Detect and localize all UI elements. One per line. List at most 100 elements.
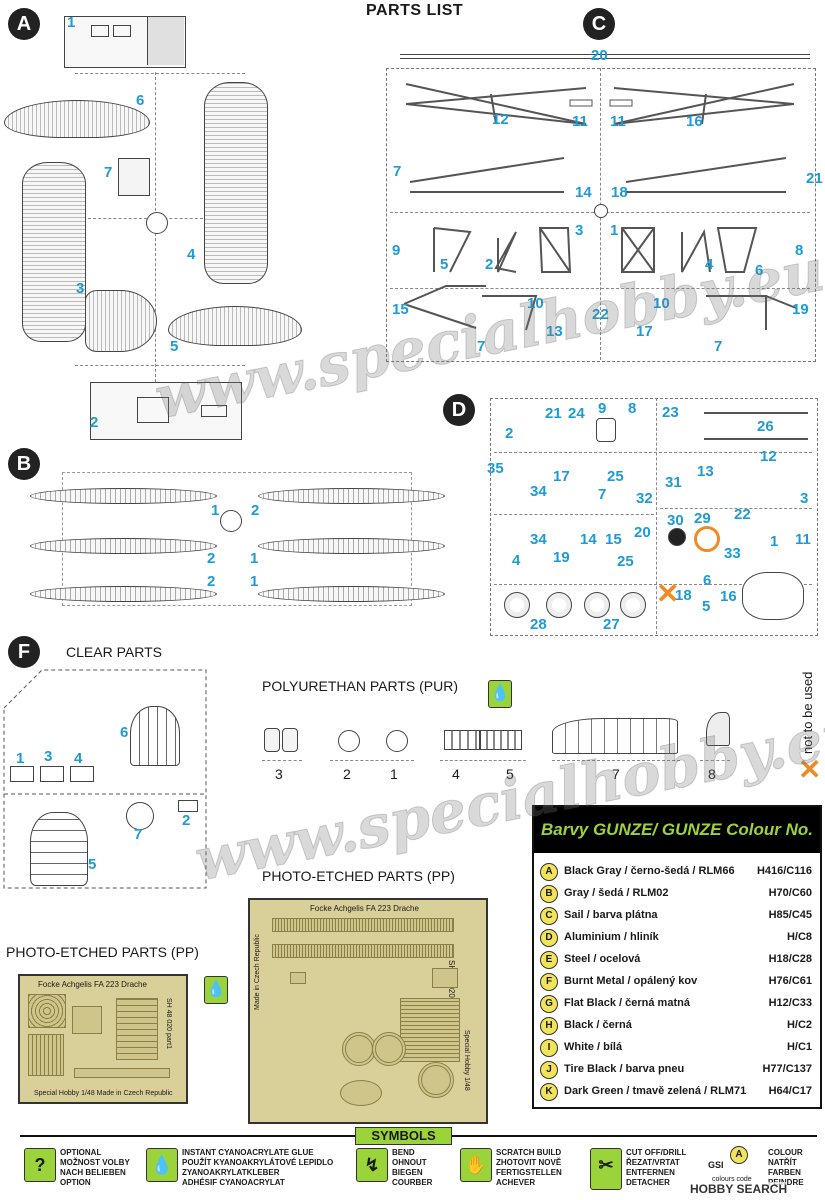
- tail-plane-part-6: [4, 100, 150, 138]
- part-number: 17: [636, 323, 653, 340]
- glue-drop-icon: 💧: [204, 976, 228, 1004]
- part-number: 16: [686, 113, 703, 130]
- colour-name: Dark Green / tmavě zelená / RLM71: [564, 1085, 747, 1097]
- part-number: 22: [734, 506, 751, 523]
- pur-label: 7: [612, 766, 620, 782]
- rotor-blade: [258, 488, 445, 504]
- part-number: 24: [568, 405, 585, 422]
- pur-label: 1: [390, 766, 398, 782]
- rotor-blade: [258, 538, 445, 554]
- pur-part-8: [706, 712, 730, 746]
- question-icon: ?: [24, 1148, 56, 1182]
- section-b-badge: B: [8, 448, 40, 480]
- part-number: 11: [795, 531, 811, 548]
- colour-code: H416/C116: [756, 865, 812, 877]
- part-number: 14: [580, 531, 597, 548]
- part-number: 1: [610, 222, 619, 239]
- part-number: 34: [530, 531, 547, 548]
- symbol-scratch-build: SCRATCH BUILD ZHOTOVIT NOVĚ FERTIGSTELLE…: [496, 1148, 562, 1187]
- part-number: 3: [575, 222, 584, 239]
- colour-letter-badge: D: [540, 929, 558, 947]
- colour-code: H/C1: [786, 1041, 812, 1053]
- part-number: 1: [211, 502, 220, 519]
- pe-small-title: PHOTO-ETCHED PARTS (PP): [6, 944, 199, 960]
- colour-name: Tire Black / barva pneu: [564, 1063, 685, 1075]
- part-number: 2: [207, 550, 216, 567]
- pe-fret-small: Focke Achgelis FA 223 Drache SH 48 020 p…: [18, 974, 188, 1104]
- part-number: 1: [16, 750, 25, 767]
- part-number: 19: [792, 301, 809, 318]
- fuselage-part-2: [90, 382, 242, 440]
- colour-name: White / bílá: [564, 1041, 623, 1053]
- part-number: 27: [603, 616, 620, 633]
- colour-code: H/C2: [786, 1019, 812, 1031]
- part-number: 30: [667, 512, 684, 529]
- part-number: 1: [67, 14, 76, 31]
- part-number: 13: [697, 463, 714, 480]
- part-number: 7: [714, 338, 723, 355]
- part-number: 21: [806, 170, 823, 187]
- tail-plane-part-5: [168, 306, 302, 346]
- part-number: 18: [675, 587, 692, 604]
- part-number: 32: [636, 490, 653, 507]
- clear-sprue-outline: [3, 669, 207, 889]
- gsi-label: GSI: [708, 1160, 724, 1170]
- section-c-badge: C: [583, 8, 615, 40]
- part-number: 12: [760, 448, 777, 465]
- pe-fret-footer: Special Hobby 1/48 Made in Czech Republi…: [34, 1090, 173, 1097]
- colour-name: Black Gray / černo-šedá / RLM66: [564, 865, 735, 877]
- part-number: 2: [505, 425, 514, 442]
- colour-letter-badge: K: [540, 1083, 558, 1101]
- part-number: 11: [572, 113, 588, 130]
- colour-letter-badge: J: [540, 1061, 558, 1079]
- part-number: 2: [182, 812, 191, 829]
- part-number: 14: [575, 184, 592, 201]
- part-number: 10: [527, 295, 544, 312]
- colour-letter-badge: E: [540, 951, 558, 969]
- part-number: 4: [705, 256, 714, 273]
- symbol-glue: INSTANT CYANOACRYLATE GLUE POUŽÍT KYANOA…: [182, 1148, 334, 1187]
- part-number: 13: [546, 323, 563, 340]
- pur-label: 2: [343, 766, 351, 782]
- colour-name: Burnt Metal / opálený kov: [564, 975, 698, 987]
- part-number: 5: [88, 856, 97, 873]
- colours-code-label: colours code: [712, 1176, 752, 1183]
- pe-fret-title: Focke Achgelis FA 223 Drache: [38, 980, 147, 989]
- part-number: 3: [800, 490, 809, 507]
- hand-icon: ✋: [460, 1148, 492, 1182]
- part-number: 2: [207, 573, 216, 590]
- pur-part-7: [552, 718, 678, 754]
- colour-name: Black / černá: [564, 1019, 632, 1031]
- colour-letter-badge: F: [540, 973, 558, 991]
- colour-code: H70/C60: [768, 887, 812, 899]
- colour-letter-badge: H: [540, 1017, 558, 1035]
- clear-parts-title: CLEAR PARTS: [66, 644, 162, 660]
- part-number: 1: [250, 550, 259, 567]
- part-number: 25: [617, 553, 634, 570]
- colour-row: H Black / černá H/C2: [540, 1017, 816, 1037]
- glue-drop-icon: 💧: [488, 680, 512, 708]
- part-7-grille: [118, 158, 150, 196]
- colour-code: H76/C61: [768, 975, 812, 987]
- colour-code: H64/C17: [768, 1085, 812, 1097]
- section-d-badge: D: [443, 394, 475, 426]
- part-number: 1: [770, 533, 779, 550]
- cut-mark-icon: ✕: [798, 754, 822, 785]
- rotor-blade: [258, 586, 445, 602]
- part-number: 22: [592, 306, 609, 323]
- symbol-optional: OPTIONAL MOŽNOST VOLBY NACH BELIEBEN OPT…: [60, 1148, 130, 1187]
- bend-icon: ↯: [356, 1148, 388, 1182]
- pe-fret-title: Focke Achgelis FA 223 Drache: [310, 904, 419, 913]
- pur-label: 8: [708, 766, 716, 782]
- pe-large-title: PHOTO-ETCHED PARTS (PP): [262, 868, 455, 884]
- pe-fret-large: Focke Achgelis FA 223 Drache SH 48 020 p…: [248, 898, 488, 1124]
- part-number: 26: [757, 418, 774, 435]
- rotor-blade: [30, 488, 217, 504]
